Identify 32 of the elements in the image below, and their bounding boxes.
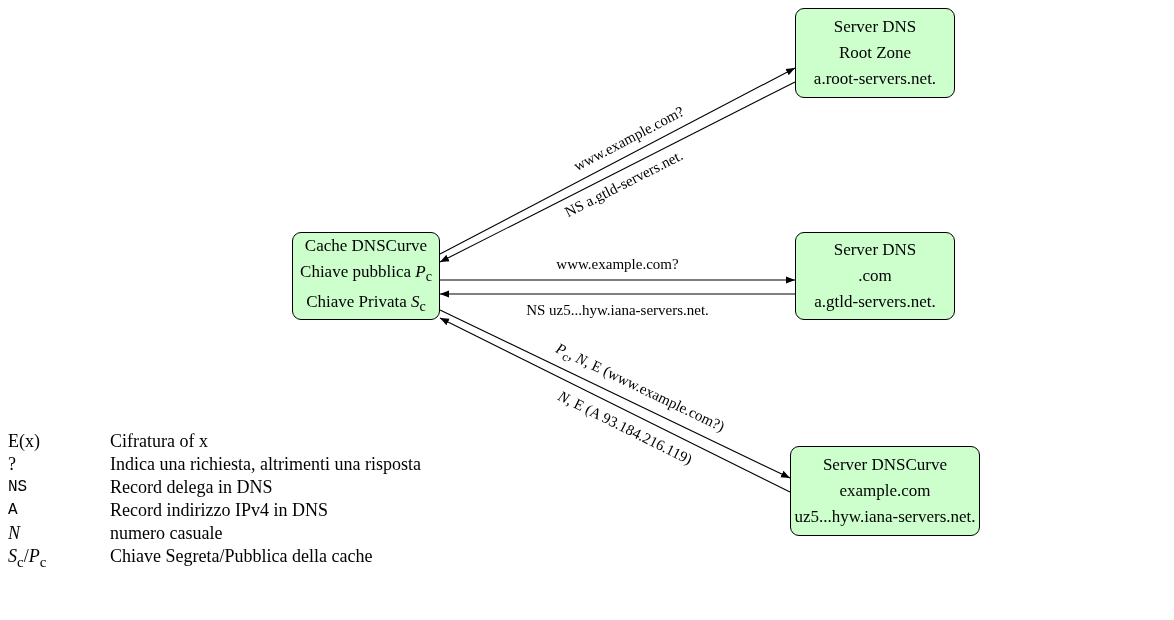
legend-description: Cifratura of x (110, 430, 208, 452)
legend-description: Indica una richiesta, altrimenti una risposta (110, 453, 421, 475)
edge-label: www.example.com? (556, 255, 679, 273)
legend-description: numero casuale (110, 522, 223, 544)
legend-symbol: S$_{c}$/P$_{c}$ (8, 545, 47, 572)
legend-description: Record indirizzo IPv4 in DNS (110, 499, 328, 521)
legend-symbol: ? (8, 453, 16, 475)
server-box (292, 232, 440, 320)
node-text: Server DNS (833, 16, 917, 38)
node-text: Chiave Privata S$_{c}$ (306, 291, 426, 317)
edge-label: NS uz5...hyw.iana-servers.net. (526, 301, 709, 319)
node-text: Chiave pubblica P$_{c}$ (300, 260, 432, 286)
legend-symbol: N (8, 522, 20, 544)
legend-symbol: E(x) (8, 430, 40, 452)
node-text: a.gtld-servers.net. (814, 291, 936, 313)
node-text: Cache DNSCurve (304, 234, 428, 257)
server-box (790, 446, 980, 536)
node-text: Server DNSCurve (822, 454, 948, 476)
legend-symbol: NS (8, 477, 28, 498)
node-text: uz5...hyw.iana-servers.net. (794, 506, 976, 528)
legend-description: Record delega in DNS (110, 476, 273, 498)
node-text: .com (858, 265, 892, 287)
node-text: Root Zone (838, 42, 912, 64)
legend-symbol: A (8, 500, 18, 521)
legend-description: Chiave Segreta/Pubblica della cache (110, 545, 373, 567)
node-text: a.root-servers.net. (813, 68, 937, 90)
arrow (439, 276, 796, 284)
node-text: example.com (839, 480, 931, 502)
server-box (795, 8, 955, 98)
server-box (795, 232, 955, 320)
node-text: Server DNS (833, 239, 917, 261)
arrow (439, 290, 796, 298)
